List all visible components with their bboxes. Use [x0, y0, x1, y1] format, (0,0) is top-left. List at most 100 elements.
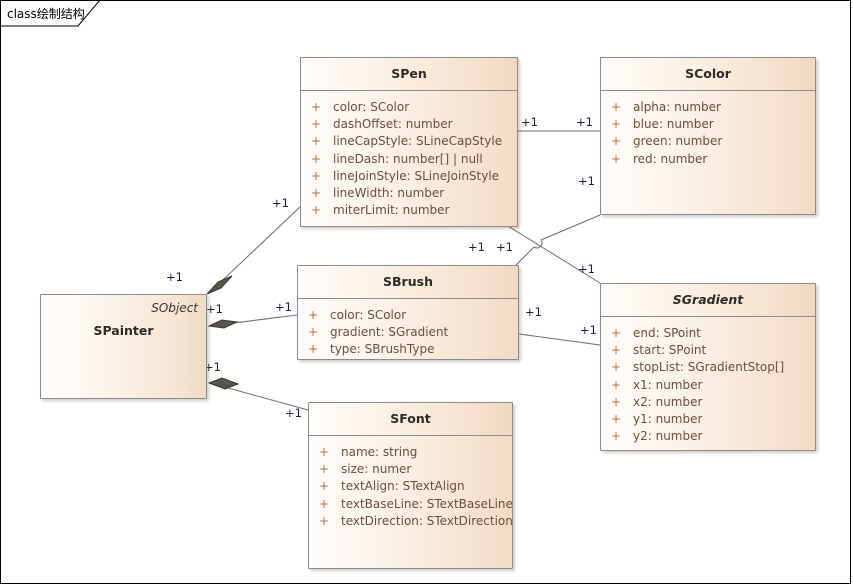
- attribute-row: + alpha: number: [601, 99, 815, 116]
- attribute-row: + start: SPoint: [601, 342, 815, 359]
- attribute-signature: dashOffset: number: [333, 117, 453, 132]
- diagram-tab-shape: [0, 0, 101, 27]
- class-attributes-sgradient: + end: SPoint + start: SPoint + stopList…: [601, 317, 815, 445]
- class-attributes-spen: + color: SColor + dashOffset: number + l…: [301, 91, 517, 219]
- class-attributes-scolor: + alpha: number + blue: number + green: …: [601, 91, 815, 168]
- attribute-signature: y1: number: [633, 411, 703, 426]
- attribute-signature: red: number: [633, 151, 708, 166]
- class-box-spen[interactable]: SPen + color: SColor + dashOffset: numbe…: [300, 57, 518, 227]
- attribute-row: + textBaseLine: STextBaseLine: [309, 496, 513, 513]
- visibility-marker: +: [308, 342, 319, 357]
- attribute-row: + size: numer: [309, 461, 512, 478]
- attribute-signature: lineDash: number[] | null: [333, 151, 483, 166]
- attribute-row: + dashOffset: number: [301, 116, 517, 133]
- visibility-marker: +: [319, 445, 330, 459]
- class-title-sfont: SFont: [390, 411, 431, 426]
- class-box-scolor[interactable]: SColor + alpha: number + blue: number + …: [600, 57, 816, 215]
- attribute-signature: end: SPoint: [633, 326, 701, 340]
- multiplicity-sbrush-sgradient-target: +1: [580, 323, 597, 337]
- visibility-marker: +: [311, 203, 322, 218]
- attribute-row: + lineWidth: number: [301, 185, 517, 202]
- class-title-band-spen: SPen: [301, 58, 517, 91]
- class-stereotype-spainter: SObject: [151, 301, 198, 315]
- attribute-signature: type: SBrushType: [330, 342, 435, 357]
- attribute-row: + red: number: [601, 151, 815, 168]
- visibility-marker: +: [319, 496, 330, 511]
- visibility-marker: +: [611, 100, 622, 114]
- attribute-row: + color: SColor: [298, 307, 518, 324]
- attribute-row: + blue: number: [601, 116, 815, 133]
- visibility-marker: +: [311, 185, 322, 200]
- attribute-row: + y2: number: [601, 428, 815, 445]
- attribute-row: + name: string: [309, 444, 512, 461]
- visibility-marker: +: [611, 117, 622, 132]
- composition-diamond-spainter-spen: [206, 275, 233, 295]
- class-title-band-sfont: SFont: [309, 403, 512, 436]
- visibility-marker: +: [611, 326, 622, 340]
- visibility-marker: +: [308, 325, 319, 340]
- attribute-signature: blue: number: [633, 117, 714, 132]
- attribute-signature: alpha: number: [633, 100, 721, 114]
- visibility-marker: +: [311, 151, 322, 166]
- class-attributes-sbrush: + color: SColor + gradient: SGradient + …: [298, 299, 518, 359]
- multiplicity-spainter-sfont-source: +1: [204, 360, 221, 374]
- class-title-band-scolor: SColor: [601, 58, 815, 91]
- composition-diamond-spainter-sbrush: [207, 319, 239, 329]
- visibility-marker: +: [611, 377, 622, 392]
- attribute-signature: green: number: [633, 134, 723, 149]
- class-box-sfont[interactable]: SFont + name: string + size: numer + tex…: [308, 402, 513, 569]
- attribute-signature: stopList: SGradientStop[]: [633, 360, 785, 375]
- class-title-scolor: SColor: [685, 66, 731, 81]
- attribute-signature: miterLimit: number: [333, 203, 450, 218]
- class-box-sgradient[interactable]: SGradient + end: SPoint + start: SPoint …: [600, 283, 816, 451]
- multiplicity-spainter-sfont-target: +1: [285, 406, 302, 420]
- attribute-signature: color: SColor: [330, 308, 407, 322]
- attribute-row: + type: SBrushType: [298, 341, 518, 358]
- attribute-row: + y1: number: [601, 411, 815, 428]
- visibility-marker: +: [319, 462, 330, 477]
- visibility-marker: +: [319, 513, 330, 528]
- multiplicity-spainter-sbrush-target: +1: [275, 300, 292, 314]
- multiplicity-sbrush-scolor-target: +1: [578, 174, 595, 188]
- class-box-spainter[interactable]: SObject SPainter: [40, 294, 207, 399]
- attribute-signature: gradient: SGradient: [330, 325, 449, 340]
- class-box-sbrush[interactable]: SBrush + color: SColor + gradient: SGrad…: [297, 265, 519, 360]
- class-title-spen: SPen: [391, 66, 427, 81]
- attribute-row: + textAlign: STextAlign: [309, 478, 512, 495]
- visibility-marker: +: [611, 151, 622, 166]
- class-title-band-sbrush: SBrush: [298, 266, 518, 299]
- class-title-spainter: SPainter: [93, 323, 154, 338]
- class-title-sbrush: SBrush: [383, 274, 433, 289]
- diagram-tab[interactable]: class绘制结构: [0, 0, 115, 27]
- visibility-marker: +: [611, 134, 622, 149]
- attribute-row: + green: number: [601, 133, 815, 150]
- multiplicity-sbrush-scolor-source: +1: [496, 240, 513, 254]
- attribute-row: + color: SColor: [301, 99, 517, 116]
- visibility-marker: +: [611, 429, 622, 444]
- attribute-row: + end: SPoint: [601, 325, 815, 342]
- visibility-marker: +: [319, 479, 330, 494]
- diagram-tab-label: class绘制结构: [7, 7, 85, 21]
- connector-sbrush-scolor: [514, 214, 601, 267]
- attribute-signature: name: string: [341, 445, 418, 459]
- attribute-row: + x1: number: [601, 377, 815, 394]
- visibility-marker: +: [311, 168, 322, 183]
- attribute-row: + lineCapStyle: SLineCapStyle: [301, 133, 517, 150]
- multiplicity-spen-scolor-source: +1: [521, 115, 538, 129]
- attribute-row: + lineJoinStyle: SLineJoinStyle: [301, 168, 517, 185]
- attribute-row: + lineDash: number[] | null: [301, 151, 517, 168]
- attribute-signature: x1: number: [633, 377, 703, 392]
- connector-sbrush-sgradient: [518, 333, 601, 346]
- attribute-row: + miterLimit: number: [301, 202, 517, 219]
- attribute-signature: lineCapStyle: SLineCapStyle: [333, 134, 503, 149]
- attribute-signature: y2: number: [633, 429, 703, 444]
- attribute-row: + gradient: SGradient: [298, 324, 518, 341]
- visibility-marker: +: [611, 394, 622, 409]
- class-attributes-sfont: + name: string + size: numer + textAlign…: [309, 436, 513, 530]
- attribute-signature: textAlign: STextAlign: [341, 479, 465, 494]
- multiplicity-spainter-spen-source: +1: [166, 270, 183, 284]
- composition-diamond-spainter-sfont: [207, 377, 240, 390]
- visibility-marker: +: [311, 134, 322, 149]
